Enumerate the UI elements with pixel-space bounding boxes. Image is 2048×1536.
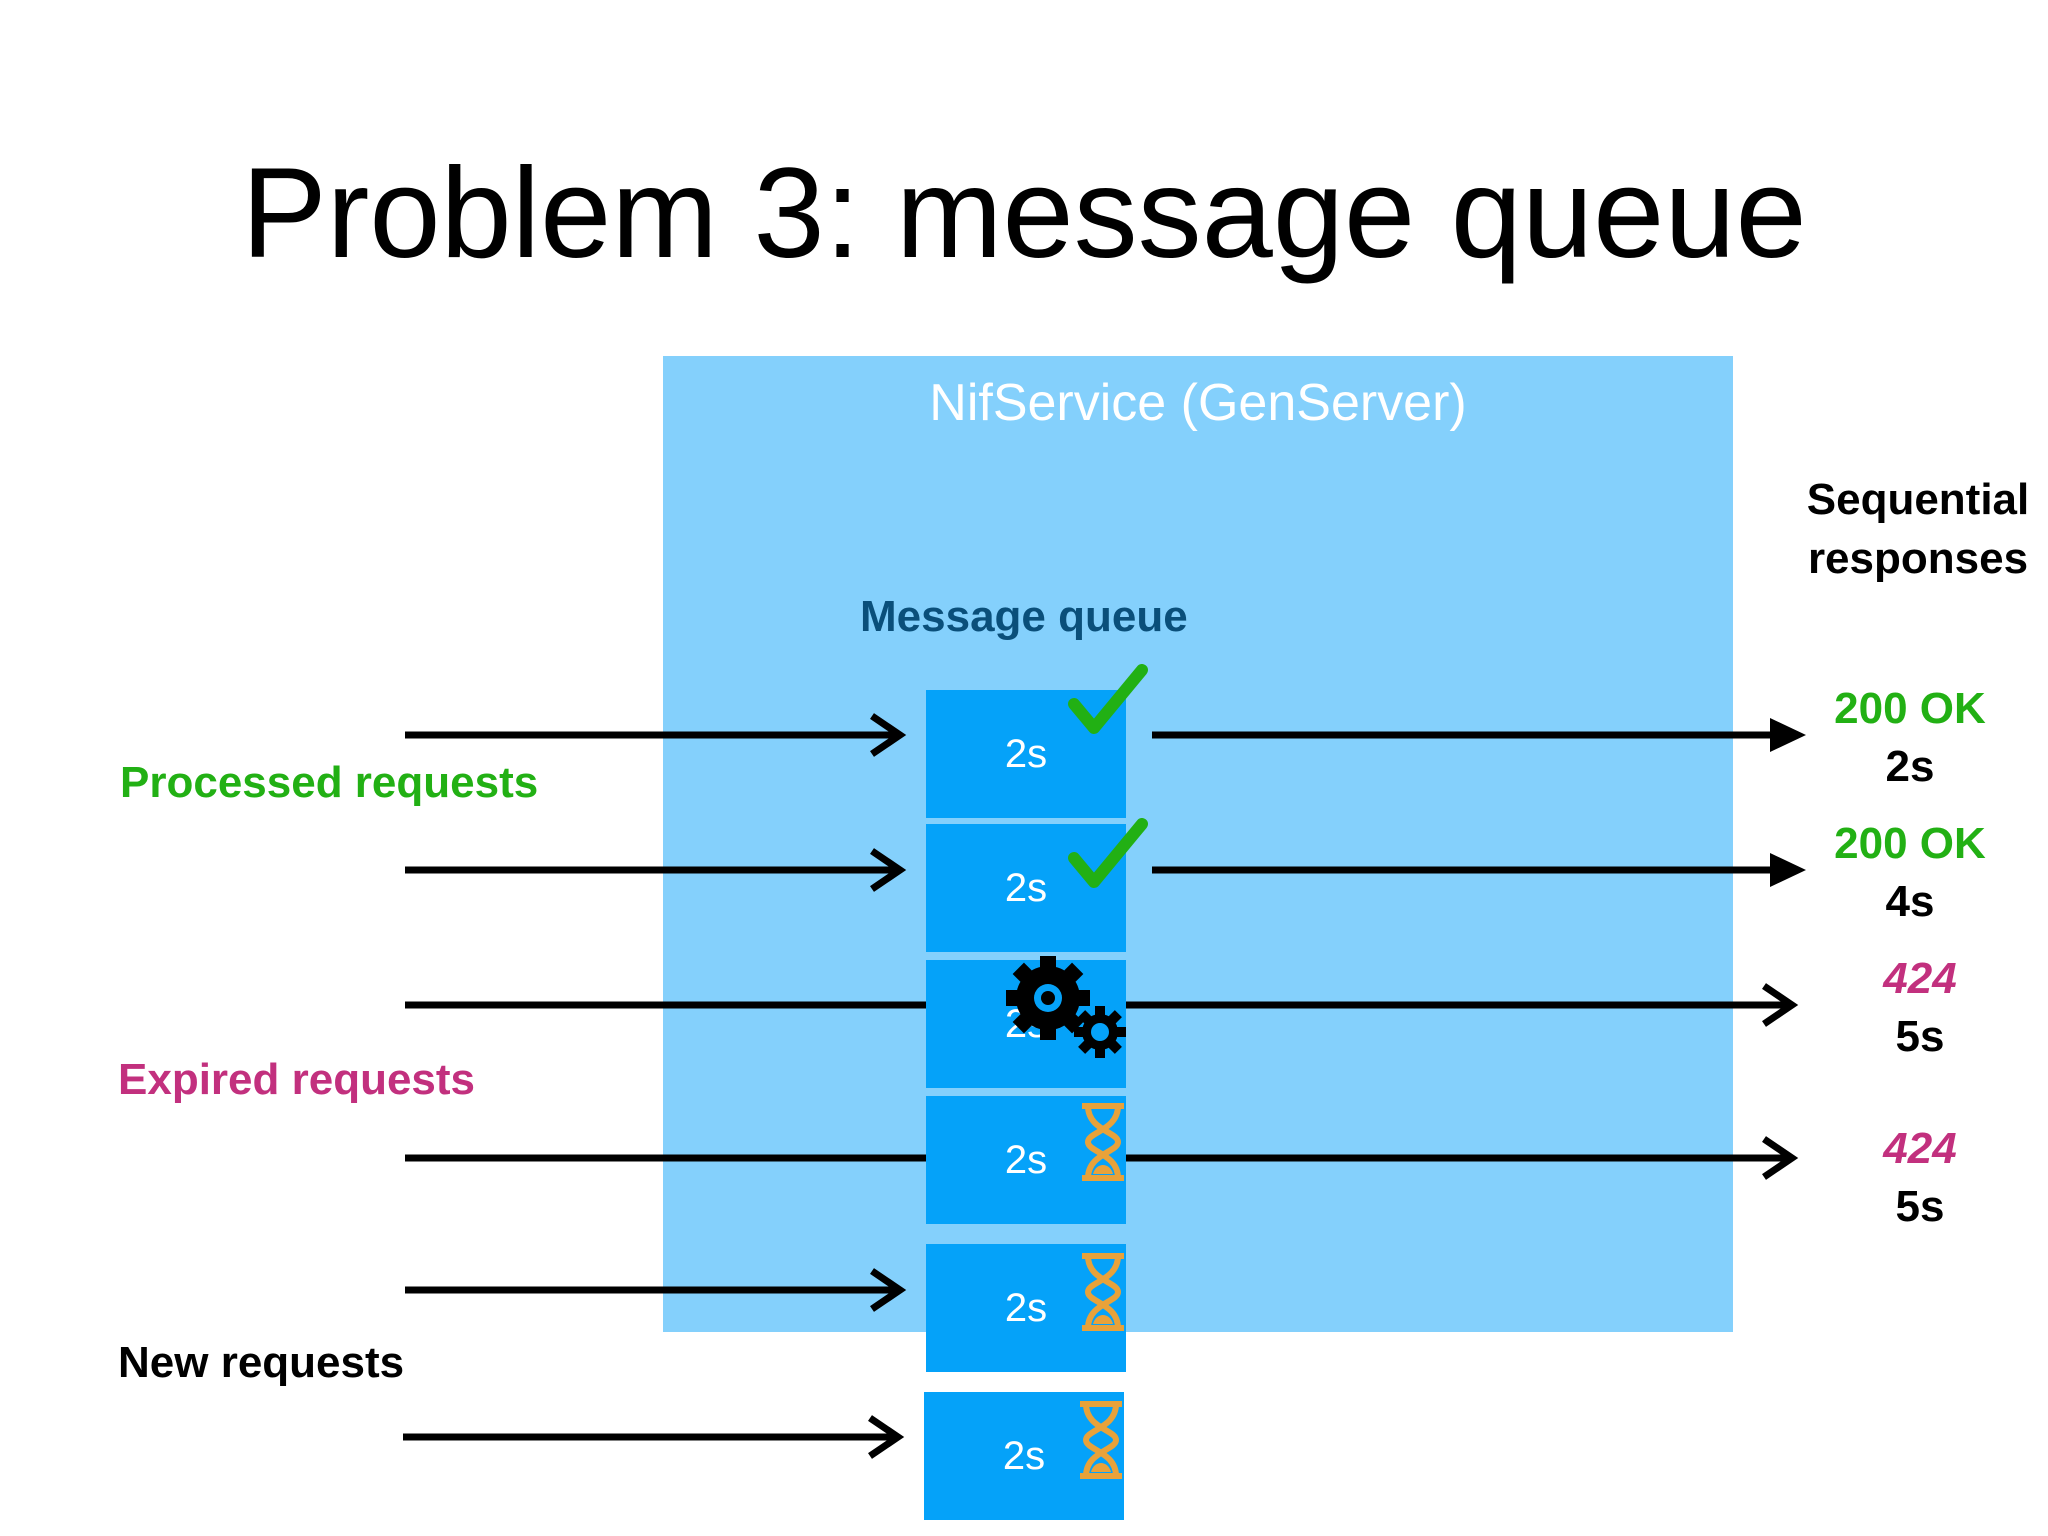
message-duration: 2s [1004,1137,1048,1182]
request-arrow-5-head [870,1268,907,1312]
nifservice-box [663,356,1733,1332]
message-duration: 2s [1004,1285,1048,1330]
queue-message-2: 2s [926,824,1126,952]
response-time: 5s [1895,1012,1945,1062]
nifservice-label: NifService (GenServer) [929,374,1467,432]
message-duration: 2s [1004,731,1048,776]
response-arrow-2-head [1770,853,1806,887]
response-1: 200 OK 2s [1800,680,2020,796]
response-arrow-3-head [1762,983,1799,1027]
request-arrow-1-head [870,713,907,757]
response-time: 5s [1895,1182,1945,1232]
queue-message-1: 2s [926,690,1126,818]
hourglass-icon [1082,1253,1124,1331]
slide-title: Problem 3: message queue [241,142,1807,285]
response-arrow-1-head [1770,718,1806,752]
response-code: 200 OK [1834,684,1986,733]
response-time: 2s [1885,742,1935,792]
processed-requests-label: Processed requests [120,758,539,807]
message-queue-label: Message queue [860,592,1188,641]
expired-requests-label: Expired requests [118,1055,476,1104]
response-code: 424 [1883,954,1957,1003]
response-arrow-4-head [1762,1136,1799,1180]
hourglass-icon [1082,1103,1124,1181]
request-arrow-6-head [868,1415,905,1459]
response-3: 424 5s [1830,950,2010,1066]
request-arrow-2-head [870,848,907,892]
response-2: 200 OK 4s [1800,815,2020,931]
response-code: 424 [1883,1124,1957,1173]
gears-icon [1006,956,1126,1058]
response-code: 200 OK [1834,819,1986,868]
message-duration: 2s [1004,865,1048,910]
message-duration: 2s [1002,1433,1046,1478]
hourglass-icon [1080,1401,1122,1479]
response-4: 424 5s [1830,1120,2010,1236]
sequential-label-line-1: Sequential [1806,475,2030,524]
sequential-responses-label: Sequential responses [1768,470,2048,589]
new-requests-label: New requests [118,1338,405,1387]
checkmark-icon [1068,664,1148,734]
sequential-label-line-2: responses [1807,534,2029,584]
checkmark-icon [1068,818,1148,888]
response-time: 4s [1885,877,1935,927]
